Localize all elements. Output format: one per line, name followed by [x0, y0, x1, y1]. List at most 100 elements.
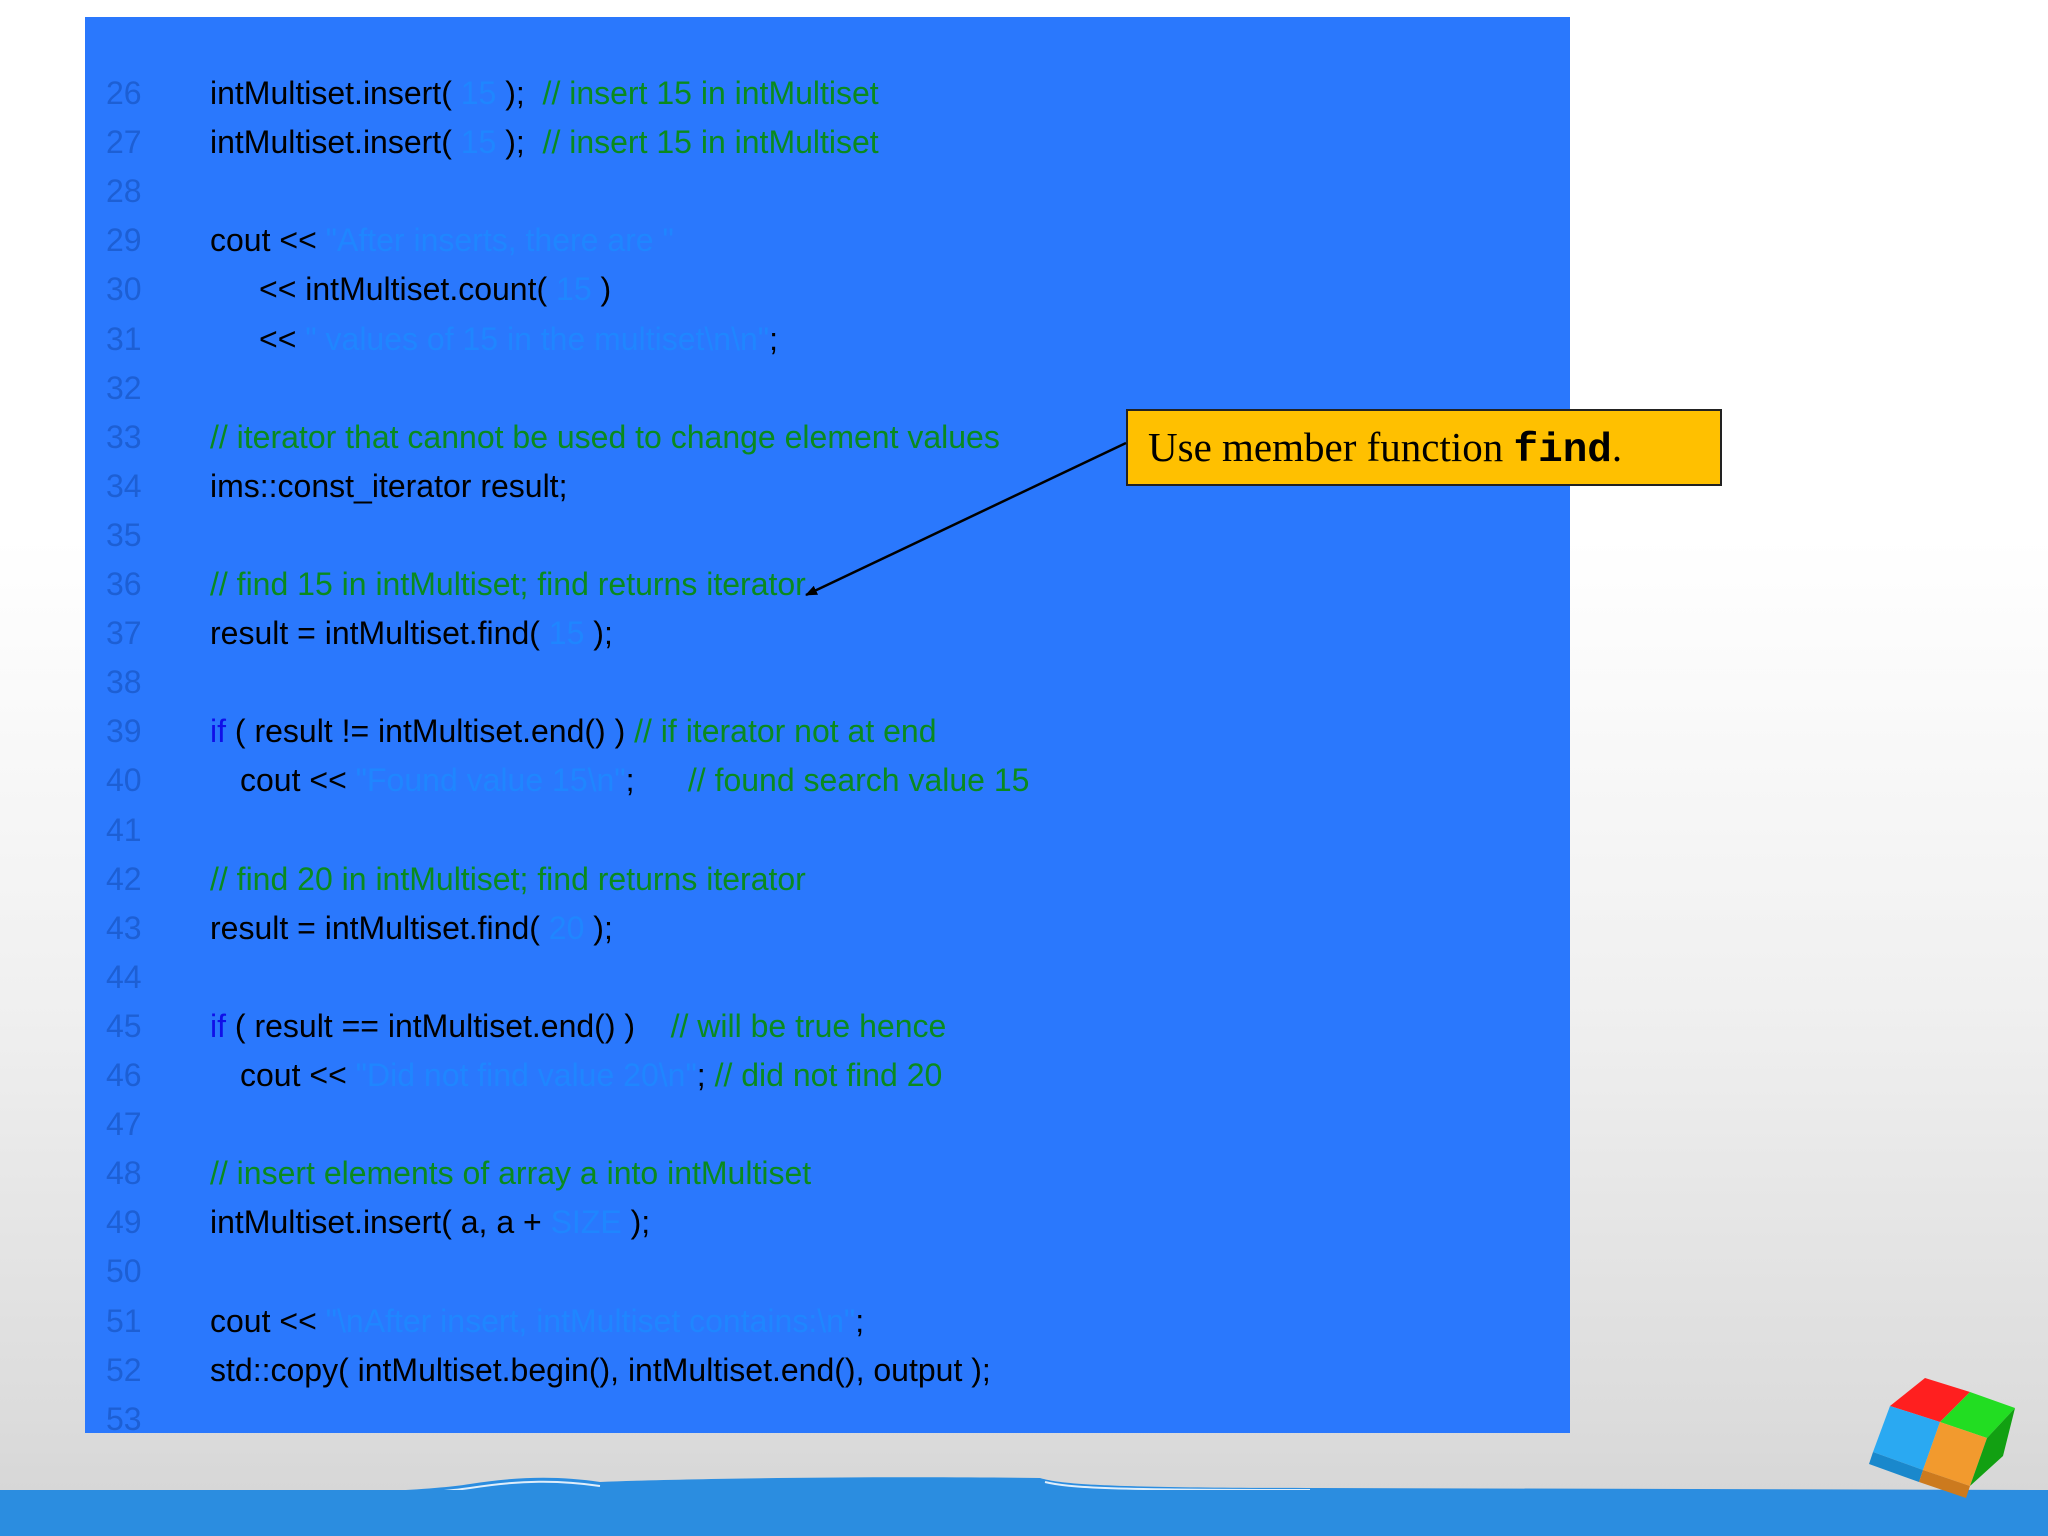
code-text: cout << "Found value 15\n"; // found sea…	[240, 756, 1029, 805]
code-text: intMultiset.insert( 15 ); // insert 15 i…	[210, 118, 879, 167]
line-number: 51	[106, 1302, 142, 1339]
code-text: intMultiset.insert( 15 ); // insert 15 i…	[210, 69, 879, 118]
code-token-plain: result = intMultiset.find(	[210, 909, 549, 946]
callout-period: .	[1611, 424, 1623, 470]
code-line: 43 result = intMultiset.find( 20 );	[85, 904, 1570, 953]
code-token-comment: // insert 15 in intMultiset	[542, 75, 879, 111]
code-token-comment: // insert 15 in intMultiset	[542, 124, 879, 161]
code-token-plain: );	[621, 1204, 651, 1241]
code-line: 46 cout << "Did not find value 20\n"; // …	[85, 1051, 1570, 1100]
line-number: 31	[106, 320, 142, 357]
code-token-plain: );	[584, 909, 613, 946]
code-token-plain: )	[591, 271, 612, 308]
code-token-comment: // found search value 15	[687, 762, 1030, 799]
code-text: // insert elements of array a into intMu…	[210, 1149, 811, 1198]
code-token-comment: // insert elements of array a into intMu…	[210, 1155, 812, 1192]
line-number: 45	[106, 1007, 142, 1044]
code-line: 38	[85, 658, 1570, 707]
code-line: 53	[85, 1395, 1570, 1444]
code-token-literal: "Did not find value 20\n"	[355, 1057, 697, 1093]
code-token-literal: SIZE	[550, 1204, 622, 1241]
code-line: 40 cout << "Found value 15\n"; // found s…	[85, 756, 1570, 805]
footer-band	[0, 1490, 2048, 1536]
code-token-plain: );	[496, 124, 543, 161]
code-text: << " values of 15 in the multiset\n\n";	[259, 315, 778, 364]
line-number: 28	[106, 173, 142, 210]
code-token-plain: std::copy( intMultiset.begin(), intMulti…	[210, 1351, 991, 1388]
code-line: 30<< intMultiset.count( 15 )	[85, 265, 1570, 314]
code-token-plain: cout <<	[210, 222, 326, 259]
code-line: 36 // find 15 in intMultiset; find return…	[85, 560, 1570, 609]
code-text: intMultiset.insert( a, a + SIZE );	[210, 1198, 650, 1247]
code-line: 29 cout << "After inserts, there are "	[85, 216, 1570, 265]
line-number: 50	[106, 1253, 142, 1290]
line-number: 42	[106, 860, 142, 897]
code-token-plain: cout <<	[240, 1057, 356, 1093]
code-token-literal: "\nAfter insert, intMultiset contains:\n…	[325, 1302, 856, 1339]
code-line: 47	[85, 1100, 1570, 1149]
code-line: 44	[85, 953, 1570, 1002]
code-text: cout << "Did not find value 20\n"; // di…	[240, 1051, 942, 1100]
code-token-plain: );	[584, 615, 613, 652]
code-token-plain: intMultiset.insert(	[210, 124, 461, 161]
line-number: 32	[106, 369, 142, 406]
code-token-keyword: if	[210, 1007, 226, 1044]
code-token-comment: // will be true hence	[670, 1007, 947, 1044]
code-token-literal: 20	[548, 909, 585, 946]
line-number: 34	[106, 467, 142, 504]
code-token-plain: ;	[855, 1302, 865, 1339]
code-line: 41	[85, 806, 1570, 855]
line-number: 38	[106, 664, 142, 701]
code-token-plain: cout <<	[240, 762, 356, 799]
code-token-plain: ;	[696, 1057, 715, 1093]
code-text: // iterator that cannot be used to chang…	[210, 413, 1000, 462]
code-line: 35	[85, 511, 1570, 560]
code-text: if ( result == intMultiset.end() ) // wi…	[210, 1002, 946, 1051]
callout-text: Use member function	[1148, 424, 1514, 470]
code-token-literal: 15	[556, 271, 592, 308]
code-text: result = intMultiset.find( 20 );	[210, 904, 613, 953]
code-line: 51 cout << "\nAfter insert, intMultiset c…	[85, 1297, 1570, 1346]
code-line: 45 if ( result == intMultiset.end() ) // …	[85, 1002, 1570, 1051]
code-token-comment: // did not find 20	[714, 1057, 943, 1093]
line-number: 26	[106, 75, 142, 111]
code-line: 28	[85, 167, 1570, 216]
callout-code-word: find	[1513, 428, 1612, 474]
line-number: 39	[106, 713, 142, 750]
line-number: 53	[106, 1400, 142, 1437]
line-number: 40	[106, 762, 142, 799]
code-text: cout << "\nAfter insert, intMultiset con…	[210, 1297, 864, 1346]
code-token-literal: 15	[460, 124, 497, 161]
code-text: << intMultiset.count( 15 )	[259, 265, 611, 314]
code-token-comment: // if iterator not at end	[634, 713, 937, 750]
line-number: 47	[106, 1106, 142, 1143]
code-text: // find 15 in intMultiset; find returns …	[210, 560, 806, 609]
code-token-plain: << intMultiset.count(	[259, 271, 557, 308]
code-token-plain: <<	[259, 320, 306, 357]
code-line: 31 << " values of 15 in the multiset\n\n"…	[85, 315, 1570, 364]
code-token-plain: result = intMultiset.find(	[210, 615, 549, 652]
line-number: 36	[106, 566, 142, 602]
line-number: 27	[106, 124, 142, 161]
line-number: 48	[106, 1155, 142, 1192]
code-line: 32	[85, 364, 1570, 413]
line-number: 52	[106, 1351, 142, 1388]
code-token-comment: // find 20 in intMultiset; find returns …	[210, 860, 806, 897]
code-line: 50	[85, 1247, 1570, 1296]
code-text: std::copy( intMultiset.begin(), intMulti…	[210, 1346, 991, 1395]
code-token-keyword: if	[210, 713, 226, 750]
code-text: ims::const_iterator result;	[210, 462, 567, 511]
code-line: 42 // find 20 in intMultiset; find return…	[85, 855, 1570, 904]
code-token-plain: ( result == intMultiset.end() )	[226, 1007, 671, 1044]
code-token-plain: intMultiset.insert(	[210, 75, 461, 111]
line-number: 43	[106, 909, 142, 946]
line-number: 35	[106, 516, 142, 553]
code-text: cout << "After inserts, there are "	[210, 216, 674, 265]
code-line: 27 intMultiset.insert( 15 ); // insert 15…	[85, 118, 1570, 167]
line-number: 46	[106, 1057, 142, 1093]
code-line: 48 // insert elements of array a into int…	[85, 1149, 1570, 1198]
code-token-comment: // find 15 in intMultiset; find returns …	[210, 566, 806, 602]
line-number: 29	[106, 222, 142, 259]
